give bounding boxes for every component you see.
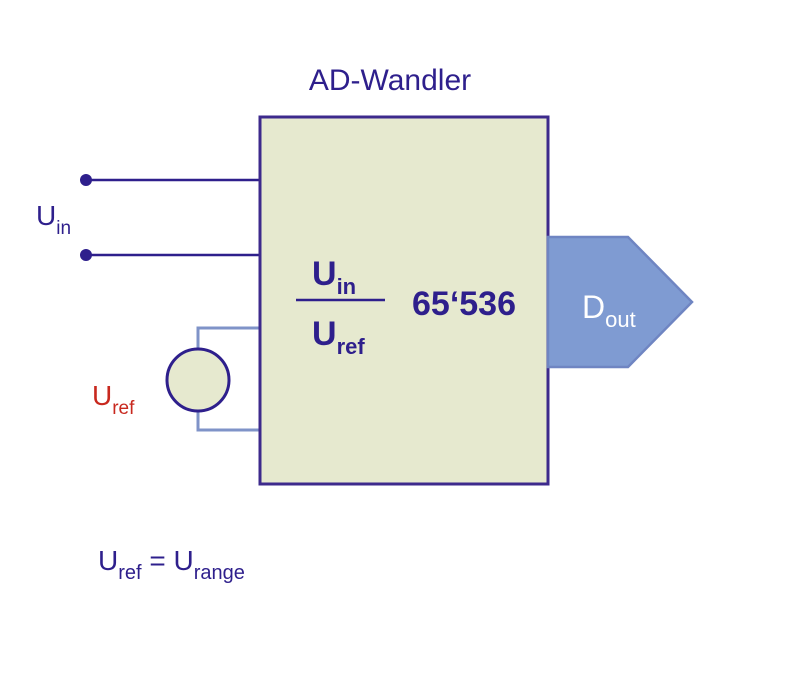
input-terminal-top	[80, 174, 92, 186]
reference-voltage-main: U	[92, 380, 112, 411]
equation-operator: =	[142, 545, 174, 576]
ratio-numerator: Uin	[312, 255, 356, 299]
range-equation: Uref = Urange	[98, 545, 245, 584]
input-voltage-main: U	[36, 200, 56, 231]
reference-voltage-source-icon	[165, 347, 231, 413]
ratio-denominator: Uref	[312, 315, 365, 359]
output-label: Dout	[582, 289, 636, 332]
ratio-numerator-sub: in	[337, 274, 357, 299]
input-terminal-bottom	[80, 249, 92, 261]
output-arrow	[546, 235, 694, 369]
equation-lhs-main: U	[98, 545, 118, 576]
equation-rhs-main: U	[174, 545, 194, 576]
diagram-title: AD-Wandler	[309, 64, 471, 97]
input-voltage-label: Uin	[36, 200, 71, 239]
reference-voltage-label: Uref	[92, 380, 135, 419]
ratio-numerator-main: U	[312, 255, 337, 293]
reference-wiring	[196, 326, 260, 432]
input-voltage-sub: in	[56, 218, 71, 239]
ratio-denominator-main: U	[312, 315, 337, 353]
reference-wire-bottom	[196, 410, 260, 432]
reference-wire-top	[196, 326, 260, 350]
reference-voltage-sub: ref	[112, 398, 135, 419]
equation-rhs-sub: range	[194, 562, 245, 584]
equation-lhs-sub: ref	[118, 562, 142, 584]
ratio-denominator-sub: ref	[337, 334, 366, 359]
output-label-sub: out	[605, 307, 636, 332]
resolution-value: 65‘536	[412, 285, 516, 323]
output-label-main: D	[582, 289, 605, 325]
